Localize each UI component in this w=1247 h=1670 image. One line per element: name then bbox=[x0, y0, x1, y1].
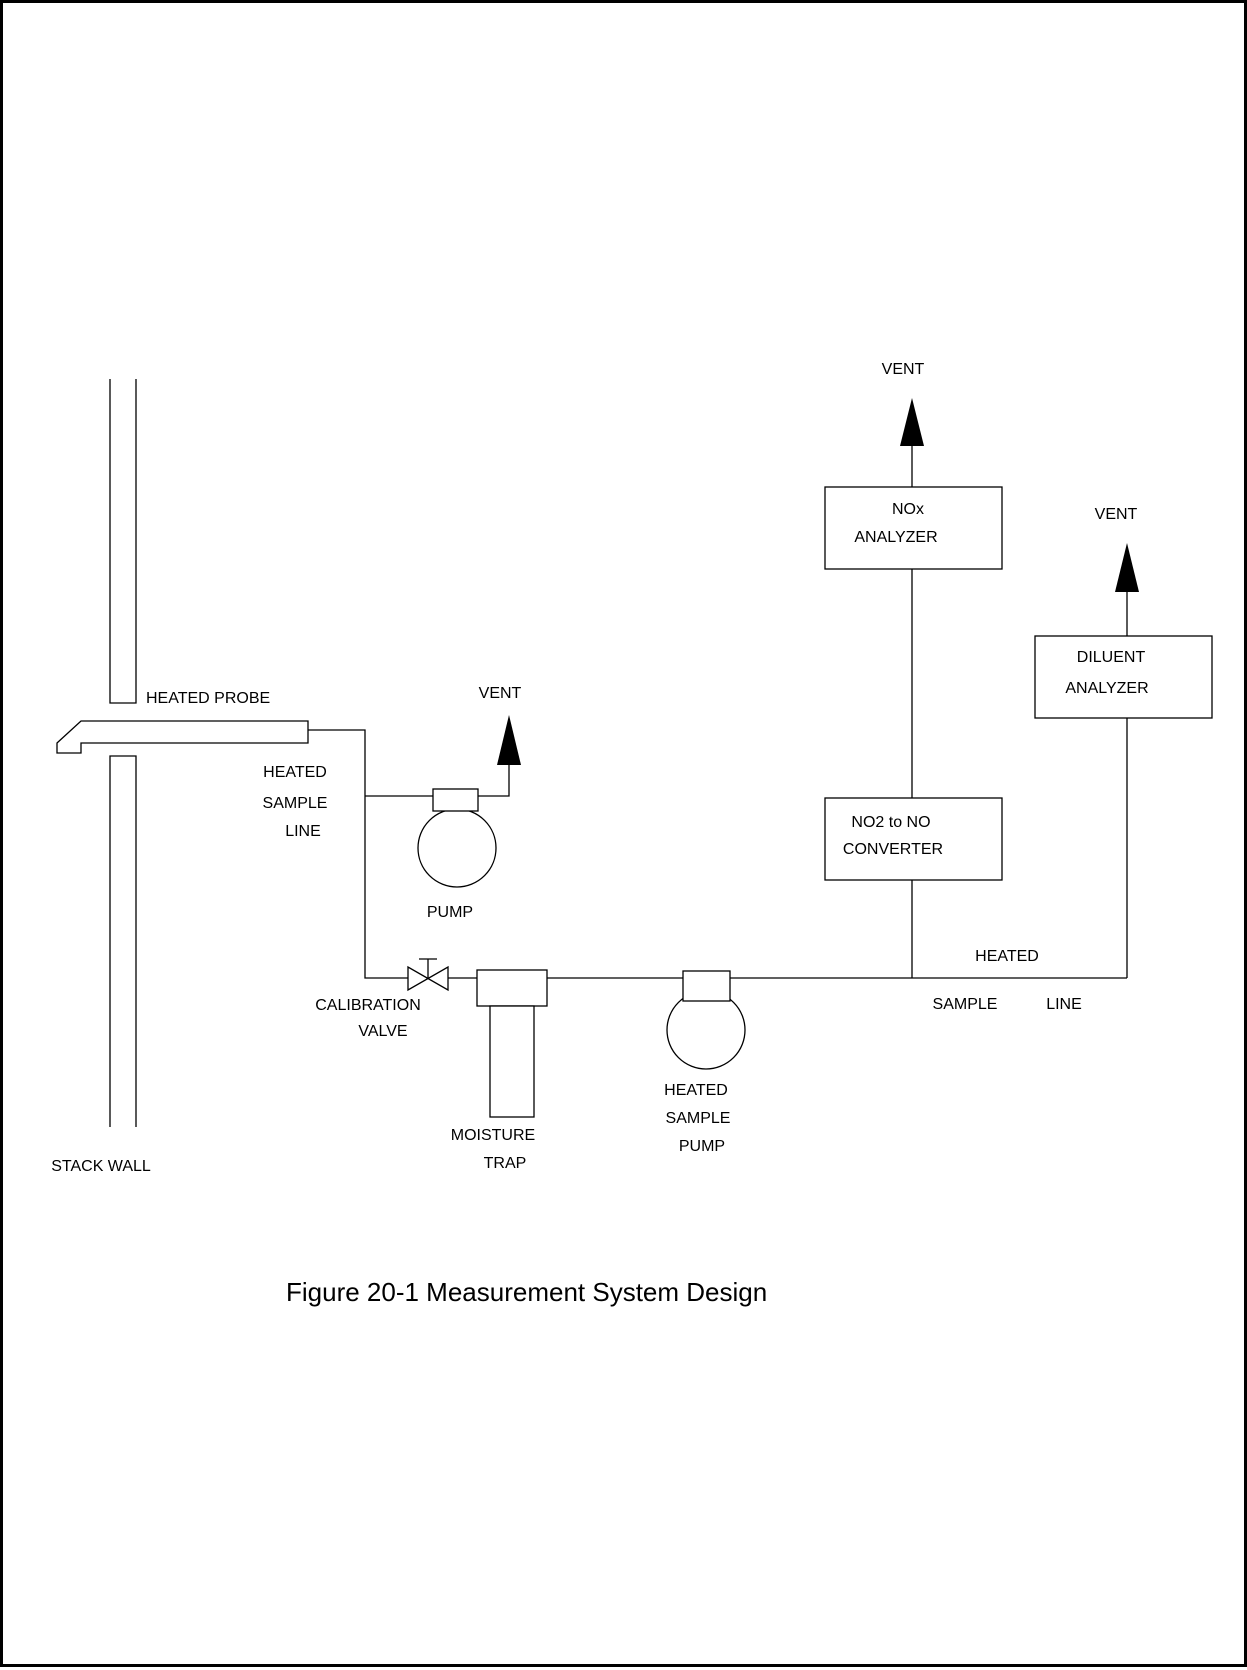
converter-label-2: CONVERTER bbox=[843, 841, 943, 858]
heated-sample-line-label-left-2: SAMPLE bbox=[263, 795, 328, 812]
moisture-trap-label-1: MOISTURE bbox=[451, 1127, 535, 1144]
diluent-analyzer-box bbox=[1034, 635, 1213, 719]
heated-sample-line-label-right-3: LINE bbox=[1046, 996, 1082, 1013]
vent-label-diluent: VENT bbox=[1095, 506, 1138, 523]
heated-probe-label: HEATED PROBE bbox=[146, 690, 270, 707]
heated-sample-line-label-right-2: SAMPLE bbox=[933, 996, 998, 1013]
vent-arrow-diluent bbox=[1115, 543, 1139, 592]
stack-wall bbox=[109, 379, 137, 1127]
heated-sample-line-label-right-1: HEATED bbox=[975, 948, 1039, 965]
moisture-trap-label-2: TRAP bbox=[484, 1155, 527, 1172]
heated-sample-pump-label-1: HEATED bbox=[664, 1082, 728, 1099]
moisture-trap bbox=[476, 969, 548, 1118]
heated-probe bbox=[56, 720, 309, 754]
nox-analyzer-label-1: NOx bbox=[892, 501, 924, 518]
calibration-valve bbox=[407, 958, 449, 992]
calibration-valve-label-1: CALIBRATION bbox=[315, 997, 421, 1014]
heated-sample-line-label-left-1: HEATED bbox=[263, 764, 327, 781]
diluent-analyzer-label-1: DILUENT bbox=[1077, 649, 1146, 666]
diluent-analyzer-label-2: ANALYZER bbox=[1065, 680, 1148, 697]
heated-sample-pump-label-3: PUMP bbox=[679, 1138, 725, 1155]
vent-pump bbox=[417, 788, 497, 888]
vent-arrow-nox bbox=[900, 398, 924, 446]
calibration-valve-label-2: VALVE bbox=[358, 1023, 407, 1040]
heated-sample-pump bbox=[666, 970, 746, 1070]
heated-sample-line-label-left-3: LINE bbox=[285, 823, 321, 840]
no2-converter-box bbox=[824, 797, 1003, 881]
nox-analyzer-box bbox=[824, 486, 1003, 570]
vent-arrow-pump bbox=[497, 715, 521, 765]
vent-label-nox: VENT bbox=[882, 361, 925, 378]
sample-line bbox=[308, 446, 1128, 979]
stack-wall-label: STACK WALL bbox=[51, 1158, 151, 1175]
figure-caption: Figure 20-1 Measurement System Design bbox=[286, 1277, 767, 1307]
converter-label-1: NO2 to NO bbox=[851, 814, 930, 831]
pump-label: PUMP bbox=[427, 904, 473, 921]
nox-analyzer-label-2: ANALYZER bbox=[854, 529, 937, 546]
measurement-system-diagram: VENT NOx ANALYZER VENT DILUENT ANALYZER … bbox=[51, 361, 1213, 1307]
heated-sample-pump-label-2: SAMPLE bbox=[666, 1110, 731, 1127]
vent-label-pump: VENT bbox=[479, 685, 522, 702]
